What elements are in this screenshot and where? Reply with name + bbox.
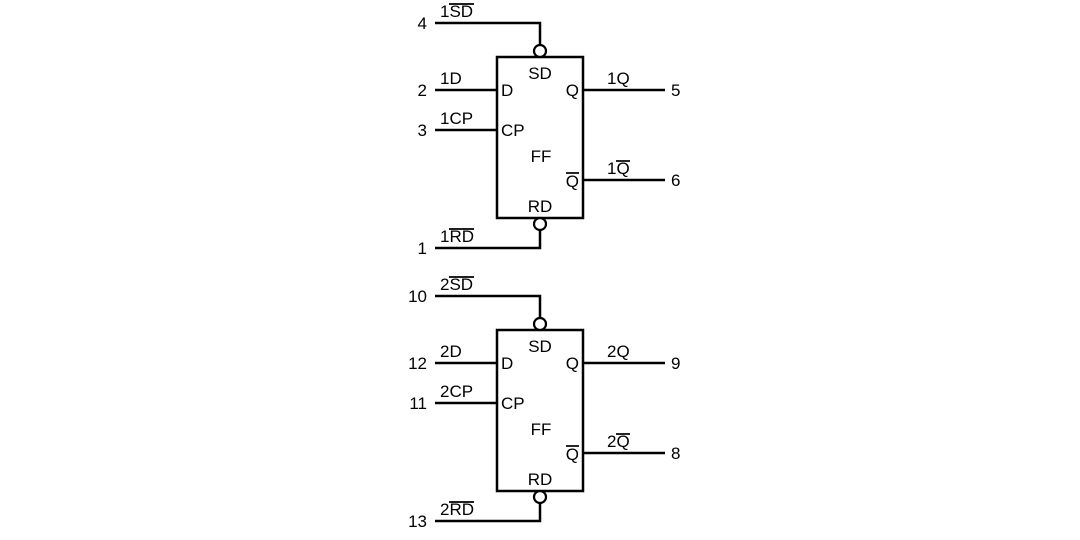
signal-label-sd-prefix: 2: [440, 275, 449, 294]
signal-label-q: 1Q: [607, 69, 630, 88]
block-label-d: D: [501, 354, 513, 373]
pin-number-cp: 11: [409, 394, 427, 413]
sd-wire: [435, 294, 542, 318]
pin-number-d: 2: [418, 81, 427, 100]
rd-wire: [435, 230, 542, 250]
ff-box: [495, 328, 585, 493]
pin-number-sd: 4: [418, 14, 427, 33]
block-label-qbar: Q: [566, 172, 579, 191]
rd-wire: [435, 503, 542, 523]
signal-label-sd-over: SD: [449, 275, 473, 294]
ff-box: [495, 55, 585, 220]
block-label-cp: CP: [501, 121, 525, 140]
invert-bubble-set: [532, 316, 548, 332]
pin-number-sd: 10: [408, 287, 427, 306]
pin-number-q: 5: [671, 81, 680, 100]
signal-label-rd-prefix: 1: [440, 227, 449, 246]
pin-number-qbar: 6: [671, 171, 680, 190]
block-label-rd: RD: [528, 470, 553, 489]
pin-number-d: 12: [408, 354, 427, 373]
flipflop-2: 10 12 11 13 9 8 2SD 2D 2CP 2RD 2Q 2Q SD …: [408, 275, 680, 531]
signal-label-qbar: 1Q: [607, 159, 630, 178]
invert-bubble-set: [532, 43, 548, 59]
signal-label-qbar-prefix: 2: [607, 432, 616, 451]
signal-label-qbar-over: Q: [616, 432, 629, 451]
signal-label-rd: 2RD: [440, 500, 474, 519]
block-label-cp: CP: [501, 394, 525, 413]
block-label-qbar: Q: [566, 445, 579, 464]
block-label-sd: SD: [528, 337, 552, 356]
block-label-ff: FF: [531, 147, 552, 166]
sd-wire: [435, 21, 542, 45]
signal-label-sd-prefix: 1: [440, 2, 449, 21]
pin-number-rd: 1: [418, 239, 427, 258]
pin-number-rd: 13: [408, 512, 427, 531]
signal-label-q: 2Q: [607, 342, 630, 361]
signal-label-cp: 2CP: [440, 382, 473, 401]
signal-label-qbar-over: Q: [616, 159, 629, 178]
signal-label-rd-over: RD: [449, 227, 474, 246]
flipflop-1: 4 2 3 1 5 6 1SD 1D 1CP 1RD 1Q 1Q SD D CP…: [418, 2, 681, 258]
signal-label-sd-over: SD: [449, 2, 473, 21]
signal-label-d: 1D: [440, 69, 462, 88]
signal-label-qbar: 2Q: [607, 432, 630, 451]
block-label-q: Q: [566, 81, 579, 100]
signal-label-rd-prefix: 2: [440, 500, 449, 519]
pin-number-cp: 3: [418, 121, 427, 140]
signal-label-rd: 1RD: [440, 227, 474, 246]
signal-label-qbar-prefix: 1: [607, 159, 616, 178]
invert-bubble-reset: [532, 216, 548, 232]
signal-label-d: 2D: [440, 342, 462, 361]
pin-number-q: 9: [671, 354, 680, 373]
block-label-sd: SD: [528, 64, 552, 83]
block-label-ff: FF: [531, 420, 552, 439]
block-label-d: D: [501, 81, 513, 100]
signal-label-rd-over: RD: [449, 500, 474, 519]
signal-label-sd: 1SD: [440, 2, 473, 21]
invert-bubble-reset: [532, 489, 548, 505]
block-label-rd: RD: [528, 197, 553, 216]
signal-label-cp: 1CP: [440, 109, 473, 128]
block-label-q: Q: [566, 354, 579, 373]
pin-number-qbar: 8: [671, 444, 680, 463]
signal-label-sd: 2SD: [440, 275, 473, 294]
